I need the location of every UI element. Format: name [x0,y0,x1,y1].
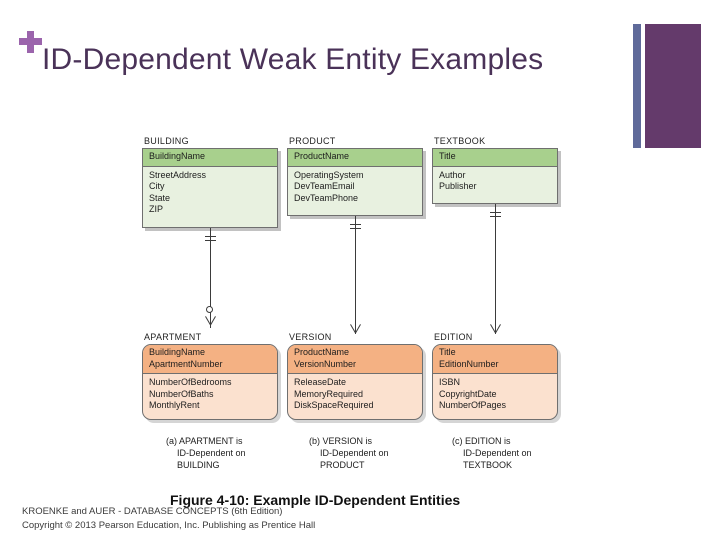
sub-caption-line: (c) EDITION is [452,436,511,446]
attribute-row: Publisher [439,181,477,191]
attribute-row: DiskSpaceRequired [294,400,374,410]
attribute-row: ProductName [294,347,350,357]
accent-bar-purple [645,24,701,148]
attribute-row: ZIP [149,204,164,214]
sub-caption-line: (b) VERSION is [309,436,373,446]
attribute-row: NumberOfBaths [149,388,214,399]
attribute-row: StreetAddress [149,169,207,180]
relationship-stem [210,228,211,328]
entity-box-edition: Title EditionNumber ISBN CopyrightDate N… [432,344,558,420]
relationship-stem [355,216,356,334]
key-attributes-building: BuildingName [143,149,277,167]
attribute-row: ProductName [294,151,350,161]
sub-caption-line: ID-Dependent on [320,448,389,458]
entity-box-product: ProductName OperatingSystem DevTeamEmail… [287,148,423,216]
accent-bar-slate [633,24,641,148]
entity-label-product: PRODUCT [289,136,336,146]
sub-caption-line: ID-Dependent on [177,448,246,458]
plus-icon [18,30,44,56]
sub-caption-line: PRODUCT [320,460,365,470]
attribute-row: DevTeamPhone [294,192,359,203]
attribute-row: Author [439,169,466,180]
sub-caption-c: (c) EDITION is ID-Dependent on TEXTBOOK [452,435,532,471]
attributes-apartment: NumberOfBedrooms NumberOfBaths MonthlyRe… [143,374,277,416]
sub-caption-a: (a) APARTMENT is ID-Dependent on BUILDIN… [166,435,246,471]
key-attributes-version: ProductName VersionNumber [288,345,422,374]
footer-credit: KROENKE and AUER - DATABASE CONCEPTS (6t… [22,505,315,533]
cardinality-optional-mark [206,306,213,313]
footer-line-copyright: Copyright © 2013 Pearson Education, Inc.… [22,520,316,531]
page-title: ID-Dependent Weak Entity Examples [42,43,544,76]
attribute-row: ApartmentNumber [149,358,223,369]
attributes-building: StreetAddress City State ZIP [143,167,277,220]
attribute-row: EditionNumber [439,358,499,369]
attribute-row: CopyrightDate [439,388,497,399]
attribute-row: Title [439,347,456,357]
sub-caption-line: ID-Dependent on [463,448,532,458]
attribute-row: BuildingName [149,347,206,357]
entity-box-building: BuildingName StreetAddress City State ZI… [142,148,278,228]
attribute-row: MemoryRequired [294,388,364,399]
er-diagram: BUILDING BuildingName StreetAddress City… [130,130,590,490]
attributes-textbook: Author Publisher [433,167,557,197]
entity-label-version: VERSION [289,332,332,342]
key-attributes-apartment: BuildingName ApartmentNumber [143,345,277,374]
cardinality-one-mark [205,236,216,237]
attribute-row: NumberOfBedrooms [149,377,232,387]
key-attributes-product: ProductName [288,149,422,167]
key-attributes-textbook: Title [433,149,557,167]
attributes-version: ReleaseDate MemoryRequired DiskSpaceRequ… [288,374,422,416]
attribute-row: ISBN [439,377,461,387]
sub-caption-b: (b) VERSION is ID-Dependent on PRODUCT [309,435,389,471]
sub-caption-line: (a) APARTMENT is [166,436,243,446]
entity-label-building: BUILDING [144,136,189,146]
attribute-row: VersionNumber [294,358,357,369]
footer-line-source: KROENKE and AUER - DATABASE CONCEPTS (6t… [22,506,283,517]
figure-caption: Figure 4-10: Example ID-Dependent Entiti… [170,492,461,508]
crowsfoot-many-mark [490,324,501,334]
attribute-row: NumberOfPages [439,400,507,410]
cardinality-one-mark [490,212,501,213]
sub-caption-line: TEXTBOOK [463,460,513,470]
attribute-row: ReleaseDate [294,377,347,387]
crowsfoot-many-mark [350,324,361,334]
cardinality-one-mark [205,240,216,241]
relationship-stem [495,204,496,334]
entity-box-version: ProductName VersionNumber ReleaseDate Me… [287,344,423,420]
attribute-row: OperatingSystem [294,169,364,180]
entity-label-apartment: APARTMENT [144,332,202,342]
attribute-row: MonthlyRent [149,400,200,410]
entity-box-textbook: Title Author Publisher [432,148,558,204]
entity-box-apartment: BuildingName ApartmentNumber NumberOfBed… [142,344,278,420]
attributes-product: OperatingSystem DevTeamEmail DevTeamPhon… [288,167,422,209]
sub-caption-line: BUILDING [177,460,220,470]
attribute-row: BuildingName [149,151,206,161]
entity-label-textbook: TEXTBOOK [434,136,486,146]
key-attributes-edition: Title EditionNumber [433,345,557,374]
attributes-edition: ISBN CopyrightDate NumberOfPages [433,374,557,416]
attribute-row: DevTeamEmail [294,181,355,191]
attribute-row: City [149,181,165,191]
crowsfoot-many-mark [205,316,216,326]
entity-label-edition: EDITION [434,332,473,342]
attribute-row: State [149,192,171,203]
cardinality-one-mark [350,228,361,229]
attribute-row: Title [439,151,456,161]
cardinality-one-mark [350,224,361,225]
cardinality-one-mark [490,216,501,217]
